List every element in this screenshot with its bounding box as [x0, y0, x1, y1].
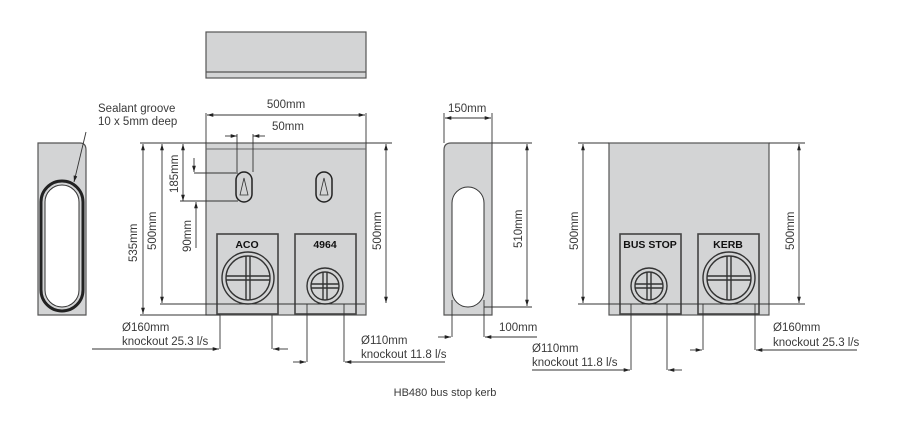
lifting-slot-left: [235, 171, 253, 203]
panel-aco-label: ACO: [235, 239, 258, 251]
panel-4964: [294, 233, 357, 315]
drawing-caption: HB480 bus stop kerb: [394, 387, 497, 399]
dim-front-height-inner: 500mm: [147, 212, 159, 250]
sealant-groove-leader: [73, 131, 87, 183]
rear-knockout-small-flow: knockout 11.8 l/s: [532, 357, 618, 369]
dim-slot-depth: 185mm: [169, 155, 181, 193]
front-view: ACO 4964 500mm 50mm 535mm 500mm: [92, 99, 447, 364]
dim-side-width: 150mm: [448, 103, 486, 115]
dim-front-width: 500mm: [267, 99, 305, 111]
rear-knockout-large-flow: knockout 25.3 l/s: [773, 337, 860, 349]
panel-kerb: [697, 233, 760, 315]
dim-side-slot-width: 100mm: [499, 322, 537, 334]
rear-knockout-small-size: Ø110mm: [532, 343, 578, 355]
panel-aco: [216, 233, 279, 315]
top-view: [205, 31, 367, 79]
side-view: 150mm 510mm 100mm: [438, 103, 537, 339]
dim-front-height-right: 500mm: [372, 212, 384, 250]
panel-bus-stop-label: BUS STOP: [623, 239, 676, 251]
front-knockout-small-flow: knockout 11.8 l/s: [361, 349, 447, 361]
end-section-view: Sealant groove 10 x 5mm deep: [37, 103, 177, 316]
sealant-groove-label-1: Sealant groove: [98, 103, 175, 115]
knockout-small-rear: [630, 267, 668, 305]
dim-slot-offset: 90mm: [182, 220, 194, 252]
dim-rear-height-right: 500mm: [785, 212, 797, 250]
front-knockout-small-size: Ø110mm: [361, 335, 407, 347]
lifting-slot-right: [315, 171, 333, 203]
sealant-groove-label-2: 10 x 5mm deep: [98, 116, 177, 128]
rear-knockout-large-size: Ø160mm: [773, 322, 820, 334]
dim-slot-spacing: 50mm: [272, 121, 304, 133]
knockout-small-front: [306, 267, 344, 305]
panel-bus-stop: [619, 233, 682, 315]
dim-front-height-outer: 535mm: [128, 224, 140, 262]
dim-rear-height-left: 500mm: [569, 212, 581, 250]
panel-kerb-label: KERB: [713, 239, 743, 251]
rear-view: BUS STOP KERB 500mm 500mm Ø110mm knockou…: [532, 142, 860, 372]
dim-side-height: 510mm: [513, 210, 525, 248]
front-knockout-large-flow: knockout 25.3 l/s: [122, 336, 209, 348]
panel-4964-label: 4964: [313, 239, 337, 251]
front-knockout-large-size: Ø160mm: [122, 322, 169, 334]
